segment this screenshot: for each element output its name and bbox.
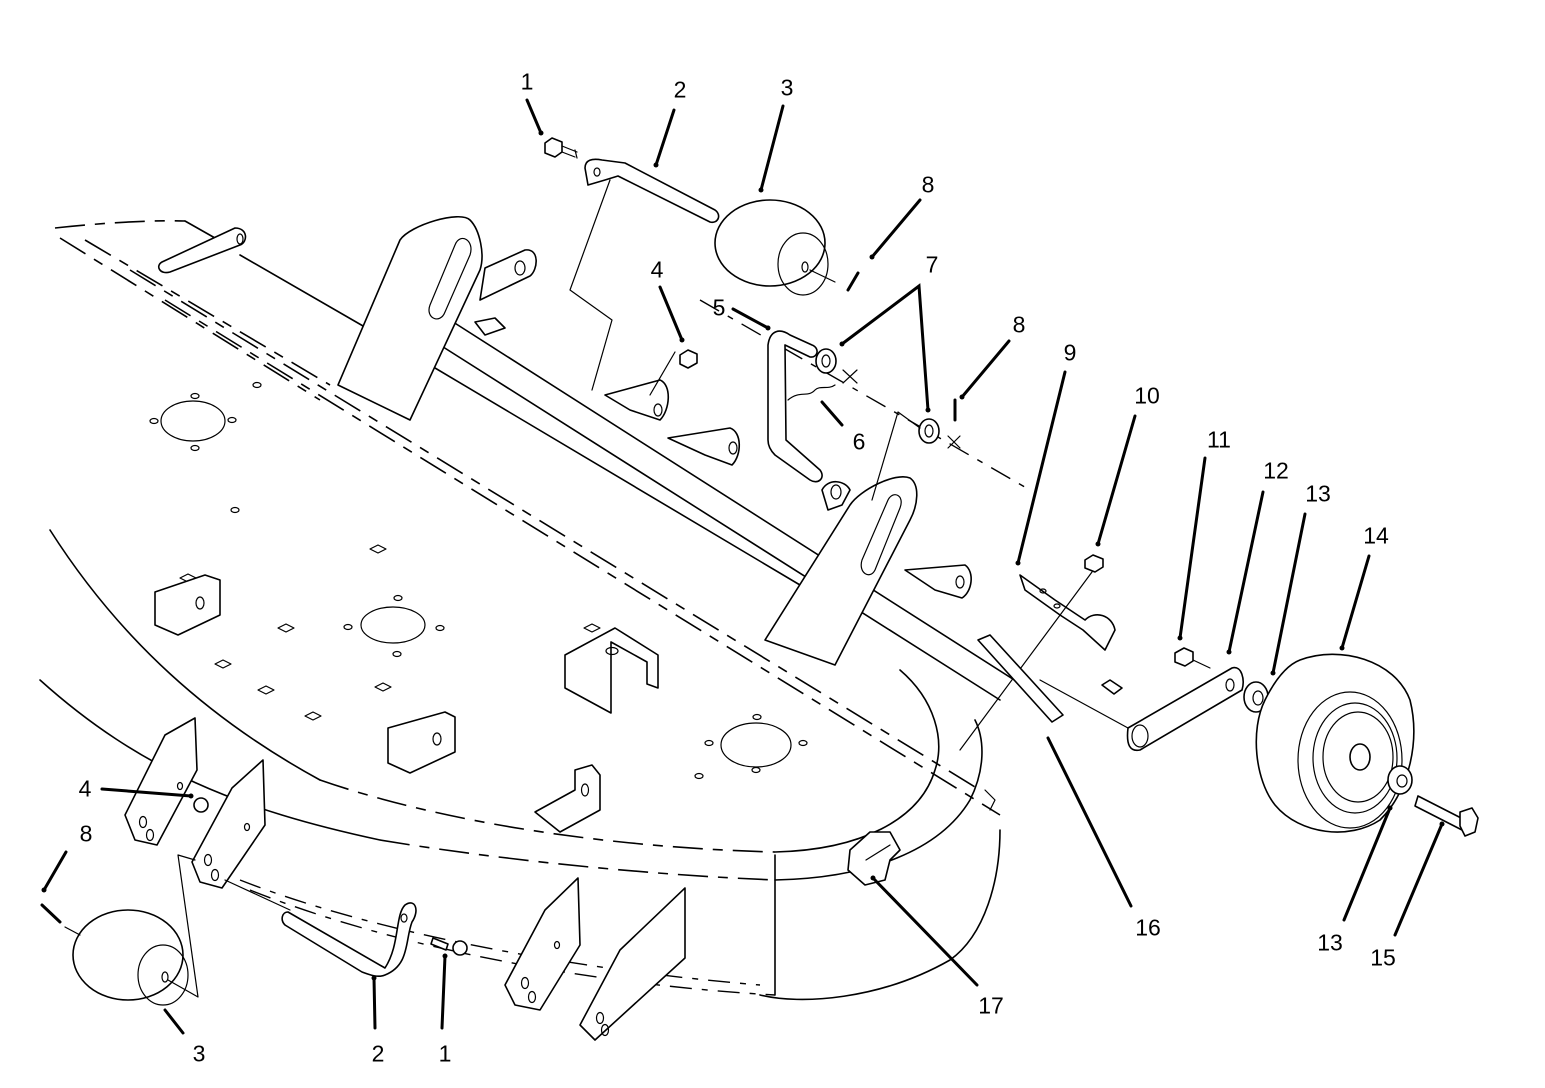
callout-3-top: 3 [780,74,794,101]
callout-10: 10 [1134,382,1160,409]
top-roller-assembly [544,137,961,501]
callout-11: 11 [1207,426,1231,453]
callout-8-mid: 8 [1012,311,1026,338]
callout-12: 12 [1263,457,1289,484]
callout-15: 15 [1370,944,1396,971]
callout-9: 9 [1063,339,1077,366]
callout-17: 17 [978,992,1004,1019]
callout-16: 16 [1135,914,1161,941]
callout-13-bottom: 13 [1317,929,1343,956]
mower-deck [39,216,1123,1001]
callout-8-top: 8 [921,171,935,198]
callout-4-bottom: 4 [78,775,92,802]
callout-2-top: 2 [673,76,687,103]
callout-3-bottom: 3 [192,1040,206,1067]
callout-1-top: 1 [520,68,534,95]
callout-14: 14 [1363,522,1389,549]
callout-2-bottom: 2 [371,1040,385,1067]
callout-5: 5 [712,294,726,321]
callout-4-top: 4 [650,256,664,283]
leader-lines [41,98,1445,1035]
callout-1-bottom: 1 [438,1040,452,1067]
callout-7: 7 [925,251,939,278]
callout-8-bottom: 8 [79,820,93,847]
callout-13-top: 13 [1305,480,1331,507]
callout-6: 6 [852,428,866,455]
front-roller-assembly [40,717,686,1041]
gauge-wheel-assembly [847,554,1479,886]
